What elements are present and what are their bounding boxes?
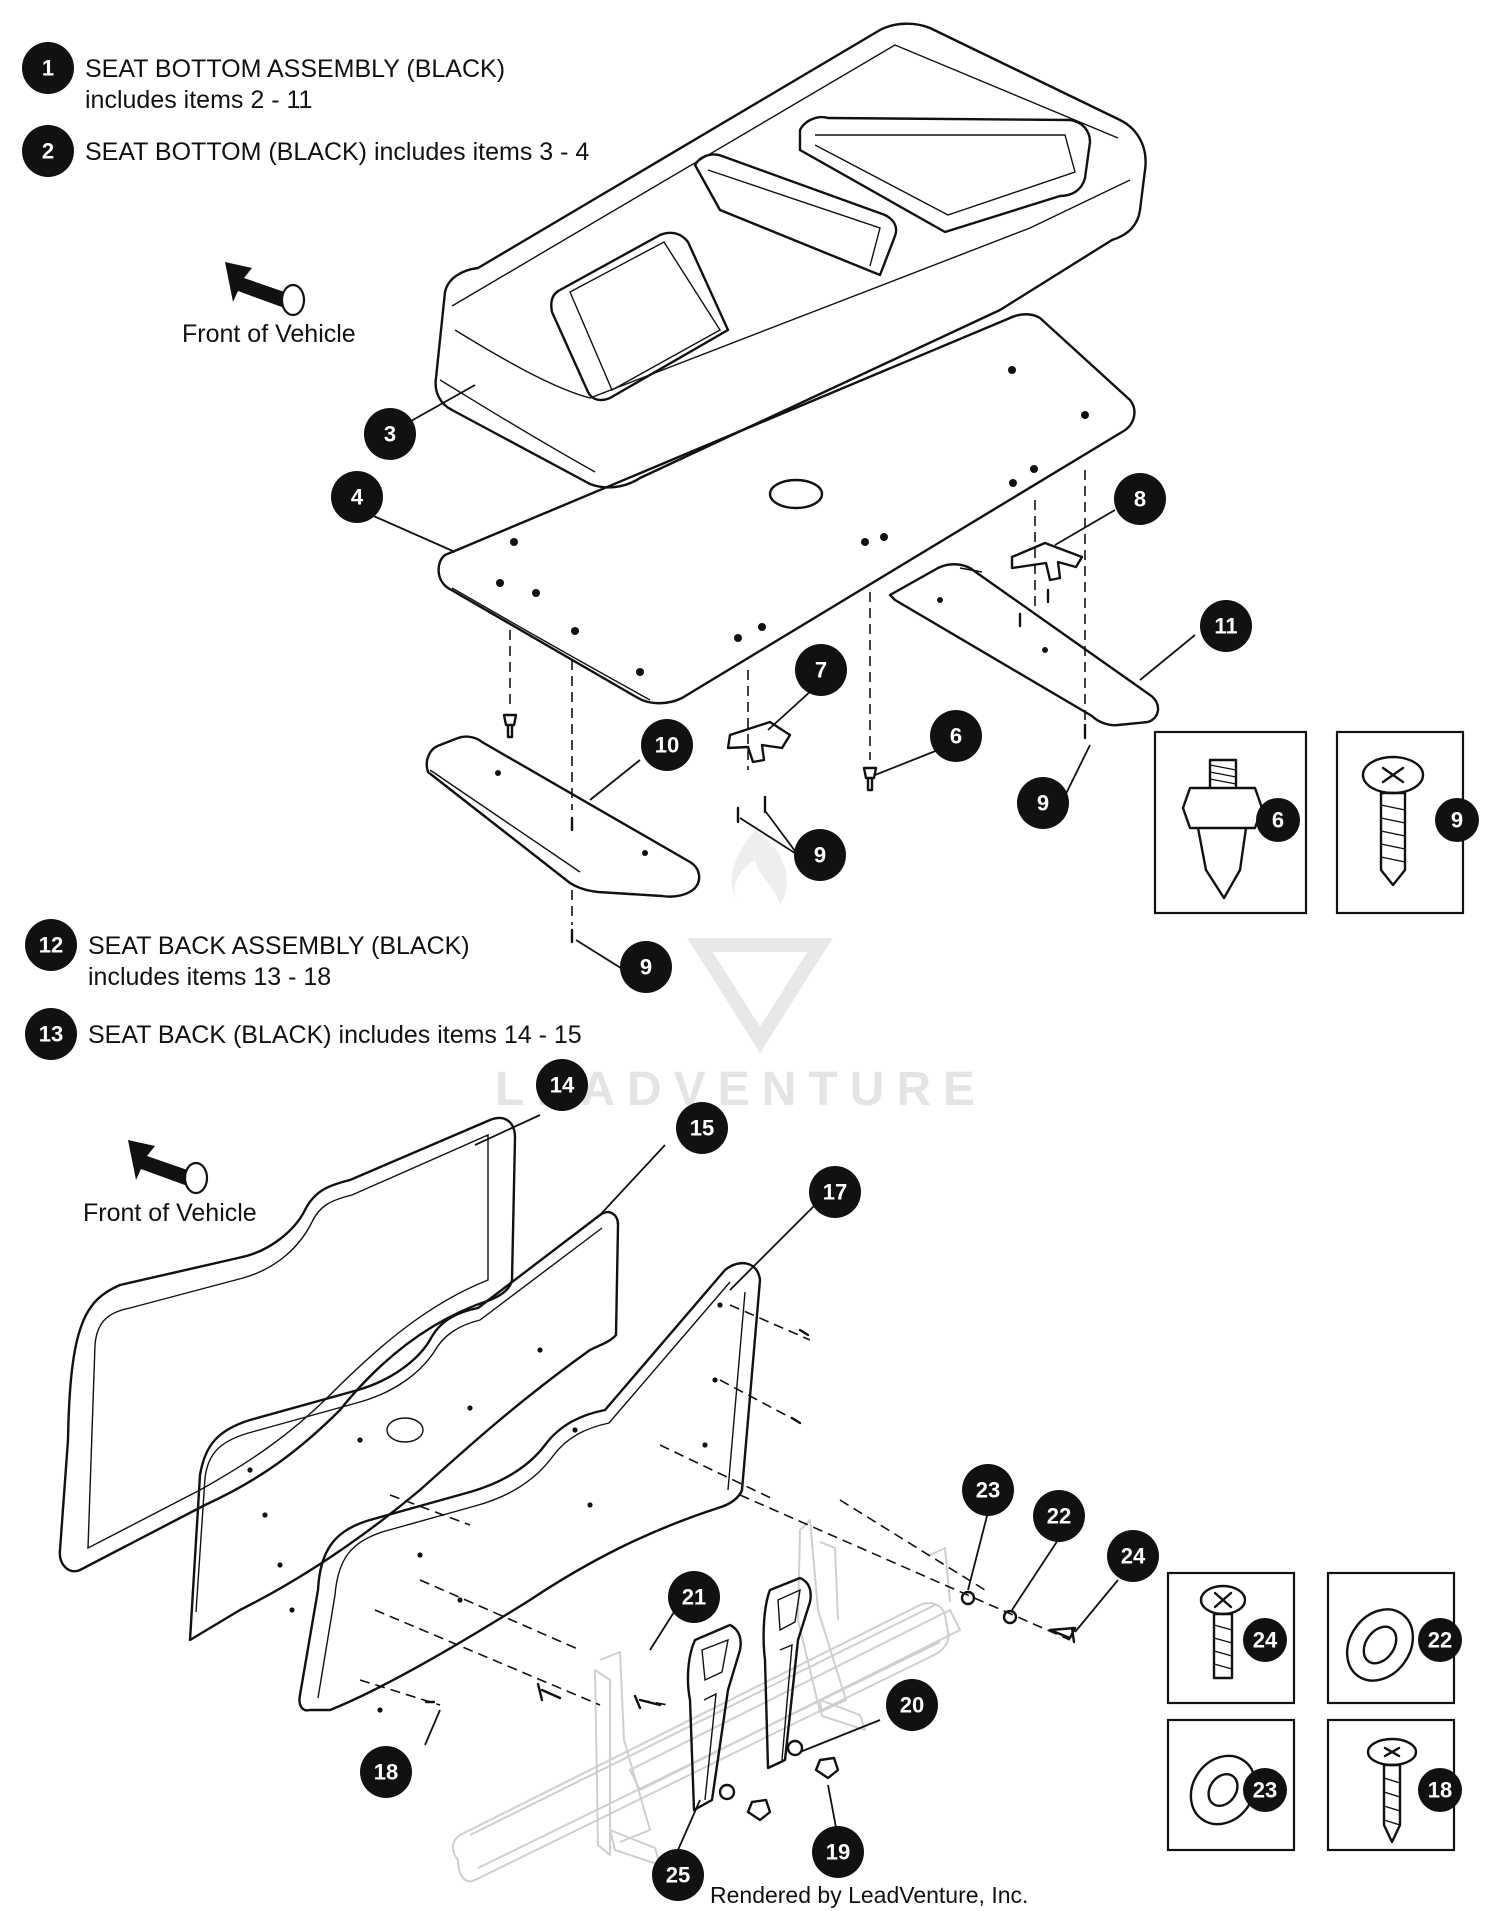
svg-text:18: 18 bbox=[1428, 1778, 1452, 1803]
svg-text:19: 19 bbox=[826, 1840, 850, 1865]
svg-text:20: 20 bbox=[900, 1693, 924, 1718]
callout-25: 25 bbox=[652, 1849, 704, 1901]
svg-text:15: 15 bbox=[690, 1116, 714, 1141]
callout-4: 4 bbox=[331, 471, 383, 523]
callout-7: 7 bbox=[795, 644, 847, 696]
svg-text:9: 9 bbox=[1451, 808, 1463, 833]
seat-bottom-cushion bbox=[434, 22, 1147, 489]
inset-9: 9 bbox=[1335, 730, 1479, 915]
callout-11: 11 bbox=[1200, 600, 1252, 652]
callout-21: 21 bbox=[668, 1571, 720, 1623]
svg-text:22: 22 bbox=[1428, 1628, 1452, 1653]
callout-9-right: 9 bbox=[1017, 777, 1069, 829]
svg-text:21: 21 bbox=[682, 1585, 706, 1610]
svg-text:12: 12 bbox=[39, 933, 63, 958]
hinge-bracket-right bbox=[762, 1576, 812, 1770]
seat-rail-left bbox=[425, 735, 701, 898]
seat-back-plate-17 bbox=[298, 1261, 762, 1712]
desc-seat-bottom-assembly-includes: includes items 2 - 11 bbox=[85, 86, 312, 114]
svg-text:9: 9 bbox=[814, 843, 826, 868]
callout-18: 18 bbox=[360, 1746, 412, 1798]
svg-text:7: 7 bbox=[815, 658, 827, 683]
callout-17: 17 bbox=[809, 1166, 861, 1218]
svg-text:13: 13 bbox=[39, 1022, 63, 1047]
callout-20: 20 bbox=[886, 1679, 938, 1731]
fasteners-seat-back bbox=[424, 1328, 1077, 1822]
svg-text:24: 24 bbox=[1253, 1628, 1278, 1653]
callout-15: 15 bbox=[676, 1102, 728, 1154]
inset-6: 6 bbox=[1153, 730, 1308, 915]
callout-14: 14 bbox=[536, 1059, 588, 1111]
bracket-8 bbox=[1010, 541, 1084, 582]
seat-back-panel-15 bbox=[188, 1211, 620, 1642]
svg-text:24: 24 bbox=[1121, 1544, 1146, 1569]
legend-item-1: 1 SEAT BOTTOM ASSEMBLY (BLACK) includes … bbox=[22, 42, 505, 114]
inset-18: 18 bbox=[1326, 1718, 1462, 1852]
svg-text:1: 1 bbox=[42, 56, 54, 81]
inset-24: 24 bbox=[1166, 1571, 1296, 1705]
svg-text:8: 8 bbox=[1134, 487, 1146, 512]
callout-10: 10 bbox=[641, 719, 693, 771]
svg-text:23: 23 bbox=[1253, 1778, 1277, 1803]
seat-base-pan bbox=[437, 313, 1136, 705]
svg-text:3: 3 bbox=[384, 422, 396, 447]
front-of-vehicle-label-bottom: Front of Vehicle bbox=[83, 1199, 257, 1227]
leader-lines bbox=[359, 384, 1196, 1851]
desc-seat-bottom: SEAT BOTTOM (BLACK) includes items 3 - 4 bbox=[85, 138, 589, 166]
rendered-by-credit: Rendered by LeadVenture, Inc. bbox=[710, 1882, 1028, 1908]
svg-text:9: 9 bbox=[640, 955, 652, 980]
legend-item-12: 12 SEAT BACK ASSEMBLY (BLACK) includes i… bbox=[25, 919, 470, 991]
svg-text:6: 6 bbox=[950, 724, 962, 749]
svg-text:11: 11 bbox=[1214, 614, 1237, 639]
svg-text:22: 22 bbox=[1047, 1504, 1071, 1529]
svg-text:14: 14 bbox=[550, 1073, 575, 1098]
svg-text:10: 10 bbox=[655, 733, 679, 758]
callout-6: 6 bbox=[930, 710, 982, 762]
svg-text:23: 23 bbox=[976, 1478, 1000, 1503]
assembly-lines-bottom bbox=[509, 470, 1086, 925]
svg-text:6: 6 bbox=[1272, 808, 1284, 833]
desc-seat-back-assembly-includes: includes items 13 - 18 bbox=[88, 963, 331, 991]
svg-text:4: 4 bbox=[351, 485, 364, 510]
fasteners-seat-bottom bbox=[502, 588, 1087, 944]
desc-seat-back-assembly: SEAT BACK ASSEMBLY (BLACK) bbox=[88, 932, 470, 960]
callout-19: 19 bbox=[812, 1826, 864, 1878]
legend-item-13: 13 SEAT BACK (BLACK) includes items 14 -… bbox=[25, 1008, 582, 1060]
front-of-vehicle-bottom: Front of Vehicle bbox=[83, 1140, 257, 1227]
seat-back-panel-holes bbox=[247, 1302, 723, 1713]
inset-23: 23 bbox=[1166, 1718, 1296, 1852]
desc-seat-back: SEAT BACK (BLACK) includes items 14 - 15 bbox=[88, 1021, 582, 1049]
svg-text:9: 9 bbox=[1037, 791, 1049, 816]
callout-23: 23 bbox=[962, 1464, 1014, 1516]
hinge-bracket-left bbox=[686, 1623, 742, 1812]
callout-3: 3 bbox=[364, 408, 416, 460]
desc-seat-bottom-assembly: SEAT BOTTOM ASSEMBLY (BLACK) bbox=[85, 55, 505, 83]
callout-9-left: 9 bbox=[620, 941, 672, 993]
callout-22: 22 bbox=[1033, 1490, 1085, 1542]
svg-text:2: 2 bbox=[42, 139, 54, 164]
front-of-vehicle-label-top: Front of Vehicle bbox=[182, 320, 356, 348]
front-of-vehicle-top: Front of Vehicle bbox=[182, 262, 356, 348]
legend-item-2: 2 SEAT BOTTOM (BLACK) includes items 3 -… bbox=[22, 125, 589, 177]
callout-9-center: 9 bbox=[794, 829, 846, 881]
bracket-7 bbox=[726, 720, 792, 764]
svg-text:18: 18 bbox=[374, 1760, 398, 1785]
inset-22: 22 bbox=[1326, 1571, 1462, 1705]
svg-text:25: 25 bbox=[666, 1863, 690, 1888]
svg-text:17: 17 bbox=[823, 1180, 847, 1205]
seat-back-cushion bbox=[58, 1116, 517, 1573]
callout-8: 8 bbox=[1114, 473, 1166, 525]
callout-24: 24 bbox=[1107, 1530, 1159, 1582]
seat-rail-right bbox=[888, 563, 1160, 727]
